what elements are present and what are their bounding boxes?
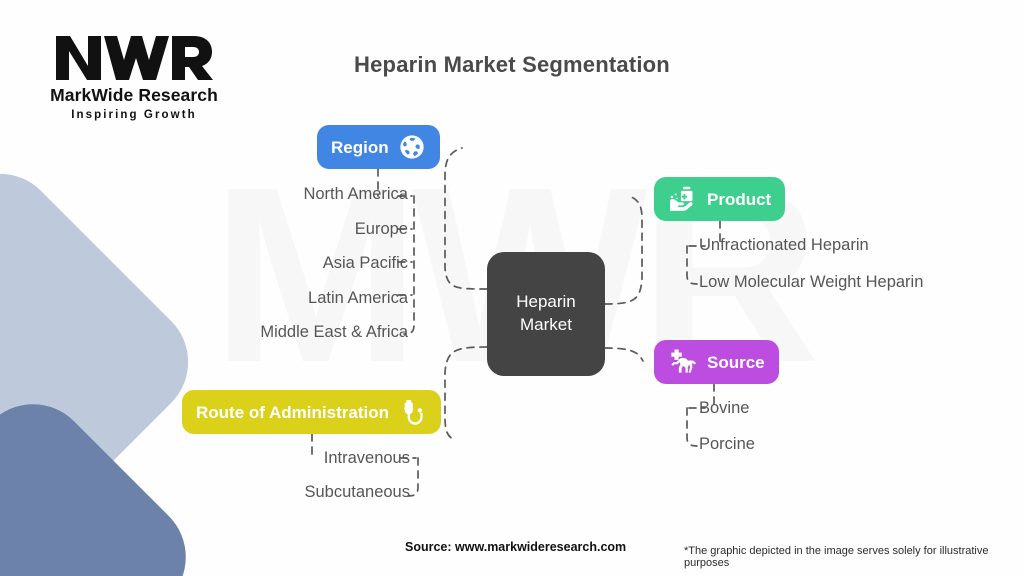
list-item: Porcine: [699, 434, 755, 453]
item-list-region: North America Europe Asia Pacific Latin …: [260, 186, 408, 359]
brand-name: MarkWide Research: [50, 85, 218, 105]
link-product-spine: [686, 245, 698, 285]
hand-medicine-icon: [668, 184, 698, 214]
center-node: Heparin Market: [487, 252, 605, 376]
syringe-iv-icon: [397, 397, 427, 427]
globe-icon: [398, 133, 426, 161]
list-item: North America: [303, 185, 408, 203]
link-center-source: [604, 347, 644, 362]
link-center-region: [444, 147, 488, 290]
link-center-product: [604, 195, 643, 305]
list-item: Bovine: [699, 399, 750, 417]
item-list-source: Bovine Porcine: [699, 400, 755, 471]
link-center-route: [444, 346, 488, 441]
category-label-product: Product: [707, 189, 772, 209]
disclaimer-note: *The graphic depicted in the image serve…: [684, 545, 989, 569]
category-pill-region[interactable]: Region: [317, 125, 440, 169]
page-title: Heparin Market Segmentation: [354, 52, 670, 77]
list-item: Europe: [354, 219, 408, 238]
list-item: Middle East & Africa: [260, 323, 408, 341]
category-label-source: Source: [707, 352, 765, 372]
brand-tagline: Inspiring Growth: [71, 109, 197, 121]
veterinary-animal-icon: [668, 347, 698, 377]
source-attribution: Source: www.markwideresearch.com: [405, 540, 627, 554]
category-pill-source[interactable]: Source: [654, 340, 779, 384]
category-label-region: Region: [331, 137, 389, 157]
category-pill-route[interactable]: Route of Administration: [182, 390, 441, 434]
link-route-spine: [407, 457, 419, 497]
list-item: Intravenous: [323, 449, 410, 467]
category-pill-product[interactable]: Product: [654, 177, 786, 221]
item-list-route: Intravenous Subcutaneous: [304, 450, 410, 517]
center-node-line1: Heparin: [516, 292, 576, 312]
category-label-route: Route of Administration: [196, 402, 389, 422]
list-item: Asia Pacific: [322, 254, 408, 272]
item-list-product: Unfractionated Heparin Low Molecular Wei…: [699, 237, 923, 310]
brand-logo: MarkWide Research Inspiring Growth: [34, 28, 234, 121]
link-region-spine: [403, 195, 415, 335]
list-item: Unfractionated Heparin: [699, 236, 869, 254]
link-source-spine: [686, 407, 698, 447]
center-node-line2: Market: [520, 315, 572, 334]
list-item: Subcutaneous: [304, 482, 410, 501]
list-item: Low Molecular Weight Heparin: [699, 272, 924, 291]
mwr-logo-icon: [56, 36, 213, 80]
list-item: Latin America: [308, 288, 408, 307]
